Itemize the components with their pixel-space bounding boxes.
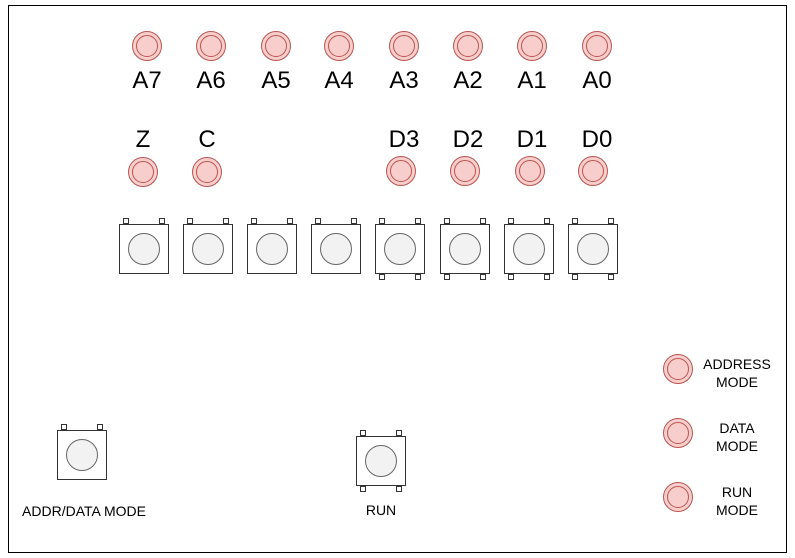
led-a0 xyxy=(582,31,612,61)
mode-label-line1: DATA xyxy=(719,420,755,436)
bit-switch-button-0[interactable] xyxy=(568,218,618,280)
mode-label-line2: MODE xyxy=(716,374,758,390)
button-cap xyxy=(577,233,609,265)
addr-data-mode-label: ADDR/DATA MODE xyxy=(22,503,146,519)
data-led-d3 xyxy=(386,156,416,186)
led-a2 xyxy=(453,31,483,61)
flag-led-z xyxy=(128,157,158,187)
data-led-d1 xyxy=(515,156,545,186)
data-led-d0 xyxy=(578,156,608,186)
run-button[interactable] xyxy=(356,430,406,492)
led-label-a4: A4 xyxy=(324,67,354,94)
bit-switch-button-5[interactable] xyxy=(247,218,297,274)
bit-switch-button-7[interactable] xyxy=(119,218,169,274)
button-cap xyxy=(384,233,416,265)
bit-switch-button-1[interactable] xyxy=(504,218,554,280)
button-cap xyxy=(128,233,160,265)
panel-frame xyxy=(8,5,787,553)
bit-switch-button-6[interactable] xyxy=(183,218,233,274)
led-a5 xyxy=(261,31,291,61)
led-label-a6: A6 xyxy=(196,67,226,94)
mode-label: RUN MODE xyxy=(716,483,758,519)
led-a6 xyxy=(196,31,226,61)
data-label-d2: D2 xyxy=(452,126,484,153)
mode-label-line1: ADDRESS xyxy=(703,356,771,372)
bit-switch-button-3[interactable] xyxy=(375,218,425,280)
flag-led-c xyxy=(192,157,222,187)
led-a3 xyxy=(389,31,419,61)
data-label-d3: D3 xyxy=(388,126,420,153)
mode-label: ADDRESS MODE xyxy=(703,355,771,391)
led-a1 xyxy=(517,31,547,61)
run-label: RUN xyxy=(365,502,397,518)
button-cap xyxy=(513,233,545,265)
button-cap xyxy=(449,233,481,265)
led-a7 xyxy=(132,31,162,61)
flag-label-c: C xyxy=(198,126,216,153)
mode-led-2 xyxy=(663,482,693,512)
mode-led-1 xyxy=(663,418,693,448)
led-label-a3: A3 xyxy=(389,67,419,94)
data-label-d0: D0 xyxy=(581,126,613,153)
mode-label-line2: MODE xyxy=(716,438,758,454)
led-label-a0: A0 xyxy=(582,67,612,94)
flag-label-z: Z xyxy=(135,126,151,153)
mode-label-line1: RUN xyxy=(721,484,753,500)
addr-data-mode-button[interactable] xyxy=(57,424,107,480)
mode-label-line2: MODE xyxy=(716,502,758,518)
mode-led-0 xyxy=(663,354,693,384)
led-label-a7: A7 xyxy=(132,67,162,94)
data-label-d1: D1 xyxy=(516,126,548,153)
mode-label: DATA MODE xyxy=(716,419,758,455)
button-cap xyxy=(320,233,352,265)
button-cap xyxy=(256,233,288,265)
led-label-a5: A5 xyxy=(261,67,291,94)
data-led-d2 xyxy=(450,156,480,186)
led-a4 xyxy=(324,31,354,61)
button-cap xyxy=(192,233,224,265)
bit-switch-button-4[interactable] xyxy=(311,218,361,274)
led-label-a2: A2 xyxy=(453,67,483,94)
led-label-a1: A1 xyxy=(517,67,547,94)
bit-switch-button-2[interactable] xyxy=(440,218,490,280)
